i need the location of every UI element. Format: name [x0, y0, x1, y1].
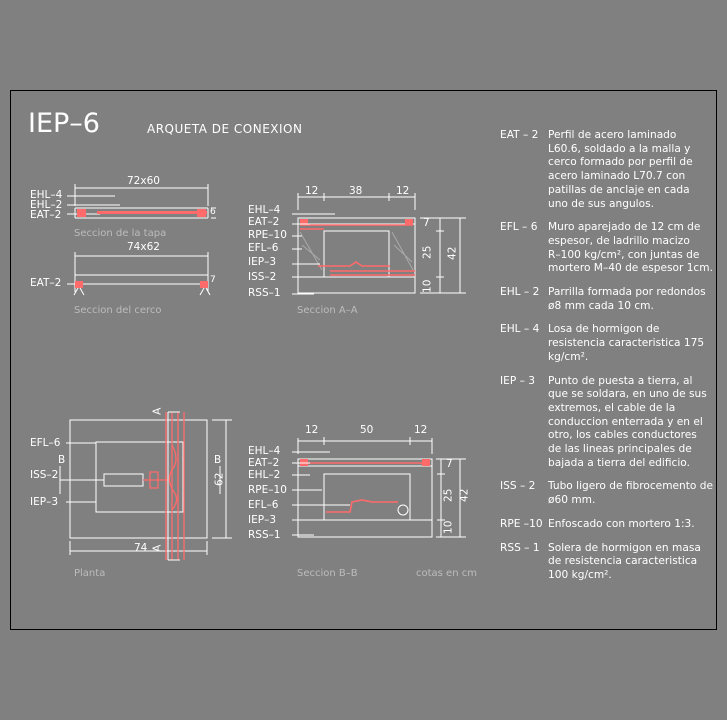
- view-seccion-aa: [292, 193, 466, 295]
- view-cerco: [67, 252, 211, 296]
- planta-marker-b-left: B: [58, 454, 66, 466]
- bb-label-rpe10: RPE–10: [248, 484, 287, 496]
- tapa-side-dim: 6: [210, 207, 216, 217]
- legend-note-text: Tubo ligero de fibrocemento de ø60 mm.: [548, 480, 713, 507]
- view-tapa: [67, 184, 216, 219]
- legend-note-code: EAT – 2: [500, 129, 539, 141]
- aa-right-dim-42: 42: [446, 246, 459, 260]
- bb-label-iep3: IEP–3: [248, 514, 276, 526]
- aa-top-dim-3: 12: [396, 185, 410, 197]
- view-seccion-bb: [292, 437, 466, 538]
- legend-note-code: EHL – 4: [500, 323, 540, 336]
- cerco-side-dim: 7: [210, 275, 216, 285]
- aa-label-rpe10: RPE–10: [248, 229, 287, 241]
- units-note: cotas en cm: [416, 568, 477, 579]
- tapa-caption: Seccion de la tapa: [74, 228, 167, 239]
- cerco-label-eat2: EAT–2: [30, 277, 62, 289]
- aa-top-dim-2: 38: [349, 185, 363, 197]
- planta-label-iep3: IEP–3: [30, 496, 58, 508]
- legend-note-text: Losa de hormigon de resistencia caracter…: [548, 323, 705, 363]
- planta-marker-a-bottom: A: [151, 544, 164, 552]
- legend-note-code: EFL – 6: [500, 221, 538, 234]
- planta-label-iss2: ISS–2: [30, 469, 59, 481]
- aa-label-efl6: EFL–6: [248, 242, 279, 254]
- legend-note-code: EHL – 2: [500, 286, 540, 299]
- legend-note-text: Parrilla formada por redondos ø8 mm cada…: [548, 286, 706, 312]
- bb-top-dim-3: 12: [414, 424, 428, 436]
- aa-right-dim-10: 10: [421, 279, 434, 293]
- legend-note: IEP – 3 Punto de puesta a tierra, al que …: [500, 375, 722, 471]
- legend-note-text: Solera de hormigon en masa de resistenci…: [548, 541, 701, 581]
- legend-note: EFL – 6 Muro aparejado de 12 cm de espeso…: [500, 221, 722, 276]
- planta-marker-a-top: A: [151, 407, 164, 415]
- tapa-label-eat2: EAT–2: [30, 209, 62, 221]
- legend-note-text: Perfil de acero laminado L60.6, soldado …: [548, 129, 693, 210]
- legend-note-code: RPE –10: [500, 517, 543, 530]
- tapa-label-ehl4: EHL–4: [30, 189, 63, 201]
- bb-top-dim-2: 50: [360, 424, 374, 436]
- aa-right-dim-25: 25: [421, 245, 434, 259]
- aa-label-iss2: ISS–2: [248, 271, 277, 283]
- bb-label-efl6: EFL–6: [248, 499, 279, 511]
- legend-note: EHL – 4 Losa de hormigon de resistencia c…: [500, 323, 722, 364]
- bb-label-ehl4: EHL–4: [248, 445, 281, 457]
- legend-note-code: RSS – 1: [500, 541, 540, 554]
- planta-right-dim: 62: [213, 472, 226, 486]
- bb-right-dim-25: 25: [442, 488, 455, 502]
- aa-right-dim-7: 7: [423, 217, 430, 229]
- legend-note: EHL – 2 Parrilla formada por redondos ø8 …: [500, 286, 722, 313]
- planta-bottom-dim: 74: [134, 542, 148, 554]
- legend-note: RSS – 1 Solera de hormigon en masa de res…: [500, 542, 722, 583]
- planta-marker-b-right: B: [214, 454, 222, 466]
- bb-right-dim-10: 10: [442, 520, 455, 534]
- cerco-dim: 74x62: [127, 241, 160, 253]
- drawing-title: IEP–6: [28, 108, 100, 139]
- legend-note-text: Muro aparejado de 12 cm de espesor, de l…: [548, 221, 713, 275]
- cerco-caption: Seccion del cerco: [74, 305, 162, 316]
- tapa-label-ehl2: EHL–2: [30, 199, 63, 211]
- view-planta: [59, 411, 232, 561]
- legend-note: EAT – 2 Perfil de acero laminado L60.6, s…: [500, 129, 722, 211]
- tapa-dim: 72x60: [127, 175, 160, 187]
- legend-notes: EAT – 2 Perfil de acero laminado L60.6, s…: [500, 129, 722, 593]
- bb-right-dim-42: 42: [458, 488, 471, 502]
- legend-note-text: Enfoscado con mortero 1:3.: [548, 517, 695, 530]
- planta-caption: Planta: [74, 568, 106, 579]
- drawing-frame: [10, 90, 717, 630]
- bb-top-dim-1: 12: [305, 424, 319, 436]
- aa-label-eat2: EAT–2: [248, 216, 280, 228]
- aa-label-ehl4: EHL–4: [248, 204, 281, 216]
- legend-note-text: Punto de puesta a tierra, al que se sold…: [548, 374, 707, 469]
- planta-label-efl6: EFL–6: [30, 437, 61, 449]
- legend-note: RPE –10 Enfoscado con mortero 1:3.: [500, 518, 722, 532]
- aa-caption: Seccion A–A: [297, 305, 358, 316]
- aa-label-rss1: RSS–1: [248, 287, 281, 299]
- bb-right-dim-7: 7: [446, 458, 453, 470]
- drawing-subtitle: ARQUETA DE CONEXION: [147, 122, 303, 136]
- bb-label-ehl2: EHL–2: [248, 469, 281, 481]
- legend-note: ISS – 2 Tubo ligero de fibrocemento de ø6…: [500, 480, 722, 507]
- bb-label-eat2: EAT–2: [248, 457, 280, 469]
- legend-note-code: ISS – 2: [500, 480, 536, 493]
- aa-top-dim-1: 12: [305, 185, 319, 197]
- bb-caption: Seccion B–B: [297, 568, 358, 579]
- aa-label-iep3: IEP–3: [248, 256, 276, 268]
- legend-note-code: IEP – 3: [500, 374, 535, 387]
- bb-label-rss1: RSS–1: [248, 529, 281, 541]
